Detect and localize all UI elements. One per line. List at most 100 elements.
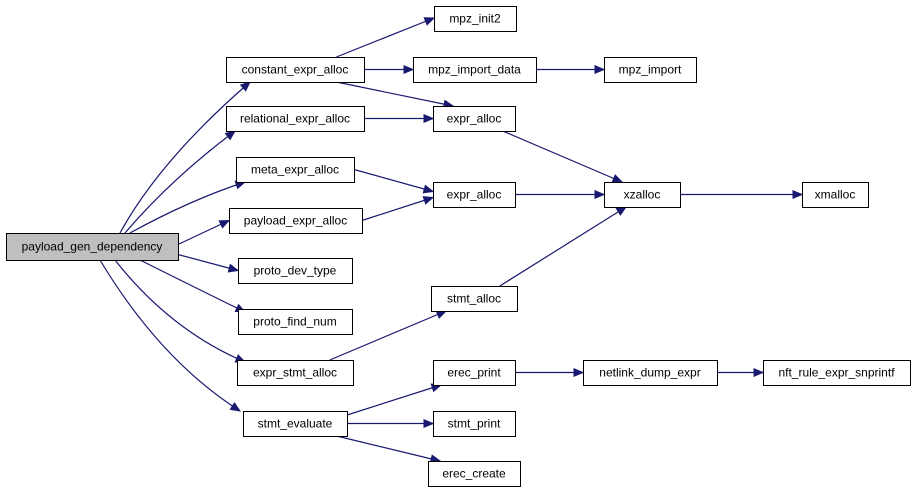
node-label: stmt_print bbox=[448, 417, 501, 431]
node-erec-create[interactable]: erec_create bbox=[428, 461, 521, 487]
node-box bbox=[583, 360, 718, 386]
node-proto-find-num[interactable]: proto_find_num bbox=[238, 309, 353, 335]
arrowhead-icon bbox=[229, 402, 242, 412]
arrowhead-icon bbox=[594, 189, 606, 200]
node-box bbox=[238, 309, 353, 335]
node-box bbox=[226, 57, 365, 83]
edge-payload_gen_dependency-to-meta_expr_alloc bbox=[129, 180, 247, 234]
arrowhead-icon bbox=[422, 196, 435, 205]
node-payload-expr-alloc[interactable]: payload_expr_alloc bbox=[229, 208, 363, 234]
edge-line bbox=[499, 206, 627, 287]
edge-stmt_evaluate-to-erec_create bbox=[336, 435, 442, 464]
arrowhead-icon bbox=[239, 81, 251, 92]
edge-line bbox=[119, 81, 251, 234]
node-label: nft_rule_expr_snprintf bbox=[778, 366, 895, 380]
node-label: stmt_alloc bbox=[447, 292, 501, 306]
node-relational-expr-alloc[interactable]: relational_expr_alloc bbox=[226, 106, 365, 132]
node-box bbox=[428, 461, 521, 487]
node-box bbox=[236, 157, 355, 183]
arrowhead-icon bbox=[615, 206, 628, 216]
edge-constant_expr_alloc-to-mpz_import_data bbox=[364, 64, 415, 75]
node-netlink-dump-expr[interactable]: netlink_dump_expr bbox=[583, 360, 718, 386]
node-xmalloc[interactable]: xmalloc bbox=[802, 182, 869, 208]
arrowhead-icon bbox=[594, 64, 606, 75]
node-box bbox=[433, 360, 516, 386]
node-expr-alloc-2[interactable]: expr_alloc bbox=[433, 182, 516, 208]
edge-expr_alloc_1-to-xzalloc bbox=[502, 130, 624, 183]
edge-line bbox=[336, 435, 441, 462]
node-box bbox=[802, 182, 869, 208]
node-box bbox=[243, 411, 348, 437]
edge-meta_expr_alloc-to-expr_alloc_2 bbox=[353, 168, 435, 194]
edge-payload_gen_dependency-to-payload_expr_alloc bbox=[177, 219, 231, 246]
edge-payload_gen_dependency-to-constant_expr_alloc bbox=[119, 81, 251, 234]
node-expr-stmt-alloc[interactable]: expr_stmt_alloc bbox=[237, 360, 354, 386]
node-label: erec_create bbox=[442, 467, 506, 481]
edge-line bbox=[124, 130, 236, 234]
edge-xzalloc-to-xmalloc bbox=[680, 189, 804, 200]
edge-expr_alloc_2-to-xzalloc bbox=[515, 189, 606, 200]
edge-line bbox=[99, 259, 241, 412]
node-label: meta_expr_alloc bbox=[251, 163, 339, 177]
edge-line bbox=[353, 168, 434, 193]
edge-line bbox=[329, 310, 447, 361]
node-mpz-import-data[interactable]: mpz_import_data bbox=[413, 57, 537, 83]
edge-line bbox=[336, 81, 454, 107]
node-box bbox=[226, 106, 365, 132]
edge-line bbox=[129, 181, 246, 234]
edge-payload_gen_dependency-to-stmt_evaluate bbox=[99, 259, 242, 412]
edge-stmt_alloc-to-xzalloc bbox=[499, 206, 628, 287]
edge-line bbox=[177, 253, 239, 272]
arrowhead-icon bbox=[753, 367, 765, 378]
node-box bbox=[604, 182, 681, 208]
edge-line bbox=[336, 17, 435, 58]
node-erec-print[interactable]: erec_print bbox=[433, 360, 516, 386]
arrowhead-icon bbox=[423, 418, 435, 429]
edge-line bbox=[361, 196, 434, 222]
edge-line bbox=[502, 130, 623, 183]
edge-payload_gen_dependency-to-relational_expr_alloc bbox=[124, 130, 237, 234]
arrowhead-icon bbox=[611, 174, 624, 183]
edge-relational_expr_alloc-to-expr_alloc_1 bbox=[364, 113, 435, 124]
node-box bbox=[604, 57, 697, 83]
node-meta-expr-alloc[interactable]: meta_expr_alloc bbox=[236, 157, 355, 183]
node-expr-alloc-1[interactable]: expr_alloc bbox=[433, 106, 516, 132]
node-constant-expr-alloc[interactable]: constant_expr_alloc bbox=[226, 57, 365, 83]
edge-line bbox=[139, 259, 246, 313]
node-label: mpz_import bbox=[619, 63, 682, 77]
node-label: proto_dev_type bbox=[254, 264, 337, 278]
node-label: erec_print bbox=[447, 366, 501, 380]
node-stmt-evaluate[interactable]: stmt_evaluate bbox=[243, 411, 348, 437]
edge-expr_stmt_alloc-to-stmt_alloc bbox=[329, 310, 448, 361]
edge-line bbox=[114, 259, 246, 363]
node-box bbox=[433, 106, 516, 132]
node-box bbox=[433, 411, 516, 437]
node-xzalloc[interactable]: xzalloc bbox=[604, 182, 681, 208]
node-box bbox=[6, 233, 179, 261]
node-label: mpz_init2 bbox=[449, 12, 501, 26]
node-nft-rule-expr-snprintf[interactable]: nft_rule_expr_snprintf bbox=[763, 360, 911, 386]
edge-line bbox=[346, 384, 442, 416]
arrowhead-icon bbox=[423, 17, 436, 26]
node-mpz-import[interactable]: mpz_import bbox=[604, 57, 697, 83]
node-label: mpz_import_data bbox=[428, 63, 521, 77]
node-label: netlink_dump_expr bbox=[599, 366, 700, 380]
node-box bbox=[431, 286, 518, 312]
node-label: proto_find_num bbox=[253, 315, 336, 329]
node-box bbox=[434, 6, 517, 32]
edge-payload_gen_dependency-to-proto_dev_type bbox=[177, 253, 240, 273]
node-proto-dev-type[interactable]: proto_dev_type bbox=[238, 258, 353, 284]
node-box bbox=[237, 360, 354, 386]
node-box bbox=[229, 208, 363, 234]
edge-stmt_evaluate-to-stmt_print bbox=[347, 418, 435, 429]
node-mpz-init2[interactable]: mpz_init2 bbox=[434, 6, 517, 32]
node-label: stmt_evaluate bbox=[258, 417, 333, 431]
node-payload-gen-dependency[interactable]: payload_gen_dependency bbox=[6, 233, 179, 261]
arrowhead-icon bbox=[573, 367, 585, 378]
arrowhead-icon bbox=[792, 189, 804, 200]
node-label: relational_expr_alloc bbox=[240, 112, 350, 126]
node-stmt-print[interactable]: stmt_print bbox=[433, 411, 516, 437]
node-box bbox=[413, 57, 537, 83]
node-stmt-alloc[interactable]: stmt_alloc bbox=[431, 286, 518, 312]
